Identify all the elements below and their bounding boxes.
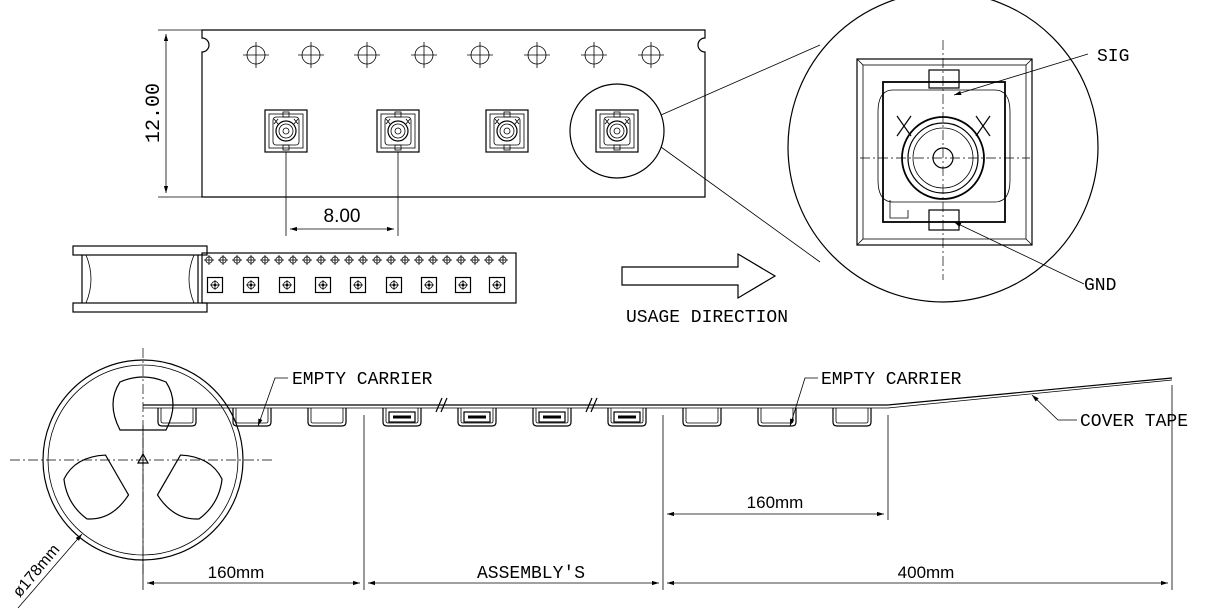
empty-pocket xyxy=(232,407,272,427)
sig-label: SIG xyxy=(1097,47,1129,67)
usage-direction-label: USAGE DIRECTION xyxy=(626,308,788,328)
loaded-pocket xyxy=(531,406,573,428)
connector-symbol xyxy=(485,109,529,153)
connector-symbol xyxy=(595,109,639,153)
pitch-dimension: 8.00 xyxy=(285,152,399,236)
loaded-pocket xyxy=(456,406,498,428)
gnd-label: GND xyxy=(1084,276,1116,296)
connector-detail xyxy=(856,40,1033,280)
sprocket-holes xyxy=(242,41,665,69)
loaded-pocket xyxy=(606,406,648,428)
strip-tape xyxy=(201,252,517,304)
strip-connectors xyxy=(206,276,506,294)
cover-tape-line xyxy=(887,377,1173,406)
tape-top-view: 12.00 8.00 xyxy=(143,29,706,236)
mini-reel-side xyxy=(72,245,208,313)
height-dim-label: 12.00 xyxy=(143,83,166,143)
sprocket-hole xyxy=(242,41,270,69)
reel-diameter-leader xyxy=(17,533,83,609)
empty-trailer-length-label: 160mm xyxy=(747,493,804,512)
reel-diameter-label: ø178mm xyxy=(10,541,64,600)
empty-pocket xyxy=(682,407,722,427)
sig-leader xyxy=(953,53,1089,96)
detail-circle xyxy=(787,0,1099,303)
loaded-pocket xyxy=(381,406,423,428)
empty-carrier-right-label: EMPTY CARRIER xyxy=(821,370,962,390)
cover-tape-leader xyxy=(1031,394,1077,421)
empty-carrier-right-leader xyxy=(789,377,818,427)
sprocket-hole xyxy=(297,41,325,69)
tape-outline xyxy=(201,29,706,198)
sprocket-hole xyxy=(466,41,494,69)
reel-layout: ø178mm EMPTY CARRIER xyxy=(10,348,1188,609)
detail-callout-circle xyxy=(569,83,665,179)
assemblies-label: ASSEMBLY'S xyxy=(477,564,585,584)
connector-symbol xyxy=(264,109,308,153)
connector-symbol xyxy=(376,109,420,153)
sprocket-hole xyxy=(580,41,608,69)
height-dimension: 12.00 xyxy=(143,29,202,198)
break-marks xyxy=(435,397,598,413)
gnd-leader xyxy=(953,221,1085,285)
empty-pocket xyxy=(157,407,197,427)
direction-arrow xyxy=(621,252,777,300)
empty-carrier-left-leader xyxy=(257,377,288,427)
trailer-length-label: 400mm xyxy=(898,563,955,582)
sprocket-hole xyxy=(353,41,381,69)
sprocket-hole xyxy=(637,41,665,69)
detail-view: SIG GND xyxy=(660,0,1129,303)
sprocket-hole xyxy=(410,41,438,69)
cover-tape-label: COVER TAPE xyxy=(1080,412,1188,432)
empty-carrier-left-label: EMPTY CARRIER xyxy=(292,370,433,390)
reel xyxy=(10,348,275,575)
connector-pockets xyxy=(264,109,639,153)
carrier-pockets xyxy=(157,406,872,428)
empty-pocket xyxy=(757,407,797,427)
leader-length-label: 160mm xyxy=(208,563,265,582)
side-strip-view xyxy=(72,245,517,313)
strip-holes xyxy=(203,254,509,266)
usage-direction: USAGE DIRECTION xyxy=(621,252,788,328)
sprocket-hole xyxy=(523,41,551,69)
empty-pocket xyxy=(832,407,872,427)
empty-pocket xyxy=(307,407,347,427)
pitch-dim-label: 8.00 xyxy=(324,206,361,227)
